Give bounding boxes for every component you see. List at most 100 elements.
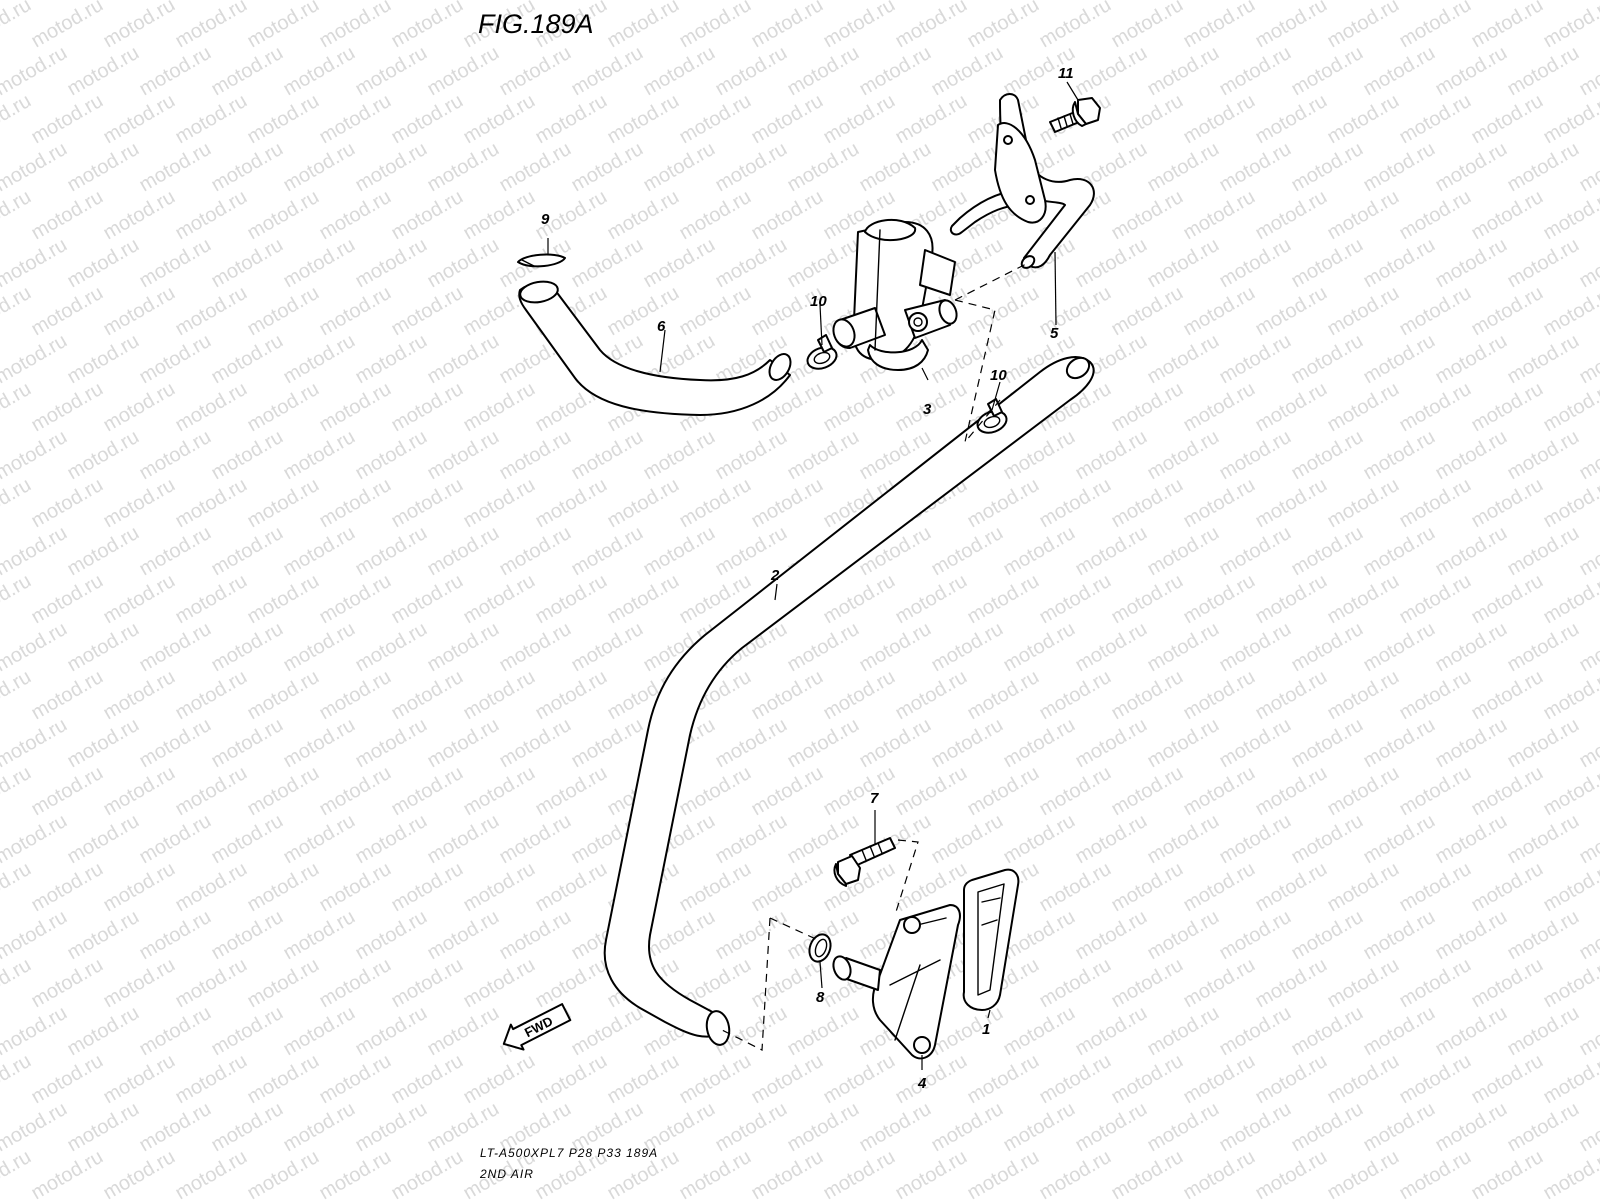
watermark-text: motod.ru bbox=[172, 666, 251, 725]
watermark-text: motod.ru bbox=[1144, 138, 1223, 197]
watermark-text: motod.ru bbox=[928, 810, 1007, 869]
watermark-text: motod.ru bbox=[136, 714, 215, 773]
watermark-text: motod.ru bbox=[748, 1146, 827, 1200]
part-4-cover[interactable] bbox=[830, 904, 961, 1060]
watermark-text: motod.ru bbox=[0, 234, 71, 293]
watermark-text: motod.ru bbox=[1288, 42, 1367, 101]
watermark-text: motod.ru bbox=[28, 762, 107, 821]
watermark-text: motod.ru bbox=[208, 1002, 287, 1061]
watermark-text: motod.ru bbox=[784, 1098, 863, 1157]
watermark-text: motod.ru bbox=[712, 426, 791, 485]
watermark-text: motod.ru bbox=[136, 1002, 215, 1061]
watermark-text: motod.ru bbox=[1072, 1002, 1151, 1061]
watermark-text: motod.ru bbox=[892, 666, 971, 725]
watermark-text: motod.ru bbox=[1360, 618, 1439, 677]
watermark-text: motod.ru bbox=[100, 474, 179, 533]
watermark-text: motod.ru bbox=[1396, 90, 1475, 149]
watermark-text: motod.ru bbox=[1216, 906, 1295, 965]
watermark-text: motod.ru bbox=[1180, 90, 1259, 149]
watermark-text: motod.ru bbox=[388, 1050, 467, 1109]
watermark-text: motod.ru bbox=[1216, 1002, 1295, 1061]
watermark-text: motod.ru bbox=[388, 954, 467, 1013]
watermark-text: motod.ru bbox=[352, 0, 431, 4]
watermark-text: motod.ru bbox=[136, 1098, 215, 1157]
watermark-text: motod.ru bbox=[64, 618, 143, 677]
watermark-text: motod.ru bbox=[1288, 714, 1367, 773]
watermark-text: motod.ru bbox=[496, 138, 575, 197]
watermark-text: motod.ru bbox=[100, 186, 179, 245]
watermark-text: motod.ru bbox=[424, 426, 503, 485]
watermark-text: motod.ru bbox=[1072, 0, 1151, 4]
watermark-text: motod.ru bbox=[532, 762, 611, 821]
part-2-hose[interactable] bbox=[603, 354, 1095, 1047]
watermark-text: motod.ru bbox=[640, 426, 719, 485]
watermark-text: motod.ru bbox=[604, 570, 683, 629]
part-1-gasket[interactable] bbox=[962, 868, 1020, 1011]
watermark-text: motod.ru bbox=[280, 42, 359, 101]
watermark-text: motod.ru bbox=[316, 0, 395, 52]
part-11-bolt[interactable] bbox=[1049, 97, 1101, 133]
watermark-text: motod.ru bbox=[1504, 522, 1583, 581]
watermark-text: motod.ru bbox=[28, 0, 107, 52]
watermark-text: motod.ru bbox=[964, 0, 1043, 52]
watermark-text: motod.ru bbox=[1252, 186, 1331, 245]
watermark-text: motod.ru bbox=[892, 1146, 971, 1200]
watermark-text: motod.ru bbox=[1180, 858, 1259, 917]
watermark-text: motod.ru bbox=[964, 1146, 1043, 1200]
watermark-text: motod.ru bbox=[100, 378, 179, 437]
watermark-text: motod.ru bbox=[244, 1146, 323, 1200]
watermark-text: motod.ru bbox=[1252, 378, 1331, 437]
watermark-text: motod.ru bbox=[856, 138, 935, 197]
watermark-text: motod.ru bbox=[1396, 378, 1475, 437]
watermark-text: motod.ru bbox=[1288, 138, 1367, 197]
watermark-text: motod.ru bbox=[604, 186, 683, 245]
watermark-text: motod.ru bbox=[1324, 1050, 1403, 1109]
watermark-text: motod.ru bbox=[388, 282, 467, 341]
watermark-text: motod.ru bbox=[1252, 570, 1331, 629]
watermark-text: motod.ru bbox=[1216, 138, 1295, 197]
part-3-valve[interactable] bbox=[830, 218, 960, 371]
watermark-text: motod.ru bbox=[208, 234, 287, 293]
watermark-text: motod.ru bbox=[1252, 474, 1331, 533]
watermark-text: motod.ru bbox=[1504, 810, 1583, 869]
watermark-text: motod.ru bbox=[1108, 570, 1187, 629]
watermark-text: motod.ru bbox=[280, 330, 359, 389]
watermark-text: motod.ru bbox=[388, 90, 467, 149]
watermark-text: motod.ru bbox=[712, 810, 791, 869]
watermark-text: motod.ru bbox=[1504, 714, 1583, 773]
watermark-text: motod.ru bbox=[460, 186, 539, 245]
watermark-text: motod.ru bbox=[784, 138, 863, 197]
watermark-text: motod.ru bbox=[316, 762, 395, 821]
watermark-text: motod.ru bbox=[1576, 714, 1600, 773]
watermark-text: motod.ru bbox=[208, 426, 287, 485]
watermark-text: motod.ru bbox=[244, 762, 323, 821]
watermark-text: motod.ru bbox=[1576, 618, 1600, 677]
watermark-text: motod.ru bbox=[964, 1050, 1043, 1109]
watermark-text: motod.ru bbox=[424, 1002, 503, 1061]
watermark-text: motod.ru bbox=[280, 714, 359, 773]
part-8-clip[interactable] bbox=[806, 931, 834, 964]
watermark-text: motod.ru bbox=[172, 762, 251, 821]
watermark-text: motod.ru bbox=[460, 666, 539, 725]
part-5-pipe[interactable] bbox=[949, 93, 1095, 270]
watermark-text: motod.ru bbox=[460, 954, 539, 1013]
part-6-hose[interactable] bbox=[518, 279, 795, 416]
part-7-bolt[interactable] bbox=[833, 837, 896, 887]
watermark-text: motod.ru bbox=[208, 0, 287, 4]
watermark-text: motod.ru bbox=[1252, 1050, 1331, 1109]
watermark-text: motod.ru bbox=[568, 234, 647, 293]
watermark-text: motod.ru bbox=[1216, 0, 1295, 4]
callout-7: 7 bbox=[870, 790, 879, 807]
watermark-text: motod.ru bbox=[496, 0, 575, 4]
watermark-text: motod.ru bbox=[1108, 186, 1187, 245]
part-9-clip[interactable] bbox=[517, 253, 566, 268]
watermark-text: motod.ru bbox=[1180, 474, 1259, 533]
watermark-text: motod.ru bbox=[1288, 1098, 1367, 1157]
watermark-text: motod.ru bbox=[1072, 42, 1151, 101]
part-10b-clamp[interactable] bbox=[974, 398, 1009, 437]
watermark-text: motod.ru bbox=[0, 714, 71, 773]
callout-9: 9 bbox=[541, 211, 550, 228]
watermark-text: motod.ru bbox=[100, 666, 179, 725]
watermark-text: motod.ru bbox=[1288, 522, 1367, 581]
watermark-text: motod.ru bbox=[64, 234, 143, 293]
